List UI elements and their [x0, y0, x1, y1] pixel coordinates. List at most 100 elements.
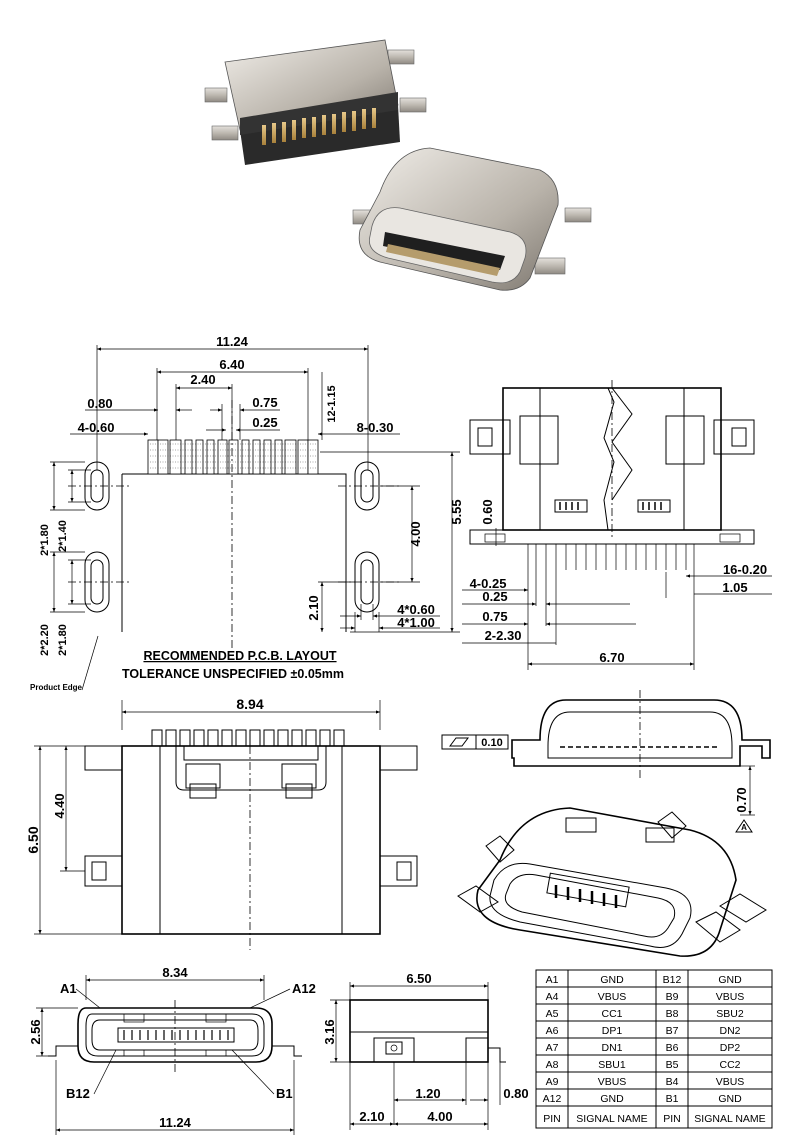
- dim-side-080: 0.80: [503, 1086, 528, 1101]
- table-cell: GND: [600, 1093, 624, 1105]
- table-cell: B6: [666, 1042, 679, 1054]
- pcb-layout-view: 11.24 6.40 2.40 12-1.15 0.80 0.75 4-0.60…: [30, 334, 464, 692]
- dim-front-025: 0.25: [482, 589, 507, 604]
- table-cell: B7: [666, 1025, 679, 1037]
- dim-slot-1-80b: 2*1.80: [57, 624, 69, 656]
- dim-side-400: 4.00: [427, 1109, 452, 1124]
- dim-front-4x025: 4-0.25: [470, 576, 507, 591]
- top-view: 8.94: [25, 696, 418, 950]
- table-cell: CC1: [601, 1008, 622, 1020]
- pin-label-a12: A12: [292, 981, 316, 996]
- table-cell: DP2: [720, 1042, 741, 1054]
- photo-gold-pins: [262, 108, 376, 145]
- table-cell: VBUS: [598, 991, 627, 1003]
- dim-slot-w-060: 4*0.60: [397, 602, 435, 617]
- dim-top-height: 6.50: [25, 826, 41, 853]
- table-cell: VBUS: [598, 1076, 627, 1088]
- table-cell: B5: [666, 1059, 679, 1071]
- table-cell: B1: [666, 1093, 679, 1105]
- table-cell: A12: [543, 1093, 562, 1105]
- dim-side-120: 1.20: [415, 1086, 440, 1101]
- table-cell: DP1: [602, 1025, 623, 1037]
- table-cell: A6: [546, 1025, 559, 1037]
- pcb-tolerance: TOLERANCE UNSPECIFIED ±0.05mm: [122, 667, 344, 681]
- table-cell: SBU1: [598, 1059, 626, 1071]
- dim-front-075: 0.75: [482, 609, 507, 624]
- table-cell: A4: [546, 991, 559, 1003]
- front-view: 0.60 4-0.25 0.25 0.75 2-2.30 6.70 16-0.2…: [462, 380, 772, 670]
- table-cell: B12: [663, 974, 682, 986]
- table-cell: VBUS: [716, 991, 745, 1003]
- dim-slot-height: 5.55: [449, 499, 464, 524]
- dim-front-670: 6.70: [599, 650, 624, 665]
- dim-side-length: 6.50: [406, 971, 431, 986]
- dim-slot-2-20: 2*2.20: [39, 624, 51, 656]
- table-cell: CC2: [719, 1059, 740, 1071]
- end-view: 8.34 A1 A12 2.56 B12 B1 11.24: [28, 965, 316, 1135]
- side-profile-view: 0.10 0.70 A: [441, 690, 771, 833]
- dim-slot-1-40: 2*1.40: [57, 520, 69, 552]
- dim-bottom-offset: 2.10: [306, 595, 321, 620]
- dim-overall-width: 11.24: [216, 334, 249, 349]
- table-header-cell: SIGNAL NAME: [694, 1113, 765, 1125]
- dim-end-height: 2.56: [28, 1019, 43, 1044]
- dim-front-060: 0.60: [480, 499, 495, 524]
- dim-slot-4x060: 4-0.60: [78, 420, 115, 435]
- table-cell: A9: [546, 1076, 559, 1088]
- dim-pad-8x030: 8-0.30: [357, 420, 394, 435]
- dim-pad-height: 12-1.15: [326, 385, 338, 422]
- table-cell: GND: [718, 974, 742, 986]
- photo-connector-rear: [204, 39, 427, 165]
- table-cell: A1: [546, 974, 559, 986]
- table-cell: VBUS: [716, 1076, 745, 1088]
- dim-top-inner: 4.40: [52, 793, 67, 818]
- dim-front-2x230: 2-2.30: [485, 628, 522, 643]
- product-photo: [204, 39, 592, 291]
- table-cell: B8: [666, 1008, 679, 1020]
- side-view: 6.50 3.16 1.20 0.80 2.10 4.00: [322, 971, 529, 1130]
- dim-side-210: 2.10: [359, 1109, 384, 1124]
- isometric-view: [457, 807, 767, 957]
- front-pins: [527, 544, 695, 570]
- dim-pad-span: 6.40: [219, 357, 244, 372]
- photo-connector-front: [352, 147, 592, 291]
- dim-pitch-025: 0.25: [252, 415, 277, 430]
- dim-slot-spacing: 4.00: [408, 521, 423, 546]
- dim-pitch-075: 0.75: [252, 395, 277, 410]
- pin-label-b12: B12: [66, 1086, 90, 1101]
- table-header-cell: SIGNAL NAME: [576, 1113, 647, 1125]
- pcb-title: RECOMMENDED P.C.B. LAYOUT: [143, 649, 336, 663]
- top-pins: [151, 729, 345, 747]
- pin-label-a1: A1: [60, 981, 77, 996]
- dim-pad-span-inner: 2.40: [190, 372, 215, 387]
- table-cell: B9: [666, 991, 679, 1003]
- table-cell: A5: [546, 1008, 559, 1020]
- table-cell: SBU2: [716, 1008, 744, 1020]
- dim-front-16x020: 16-0.20: [723, 562, 767, 577]
- table-cell: GND: [600, 974, 624, 986]
- dim-pitch-080: 0.80: [87, 396, 112, 411]
- flatness-value: 0.10: [481, 737, 502, 749]
- datum-label: A: [741, 823, 747, 832]
- table-cell: DN1: [601, 1042, 622, 1054]
- dim-front-105: 1.05: [722, 580, 747, 595]
- table-cell: GND: [718, 1093, 742, 1105]
- table-header-cell: PIN: [543, 1113, 561, 1125]
- pin-label-b1: B1: [276, 1086, 293, 1101]
- dim-end-inner-width: 8.34: [162, 965, 188, 980]
- table-cell: DN2: [719, 1025, 740, 1037]
- dim-slot-w-100: 4*1.00: [397, 615, 435, 630]
- pcb-pads: [147, 439, 319, 475]
- dim-side-height: 3.16: [322, 1019, 337, 1044]
- dim-profile-height: 0.70: [734, 787, 749, 812]
- product-edge-label: Product Edge: [30, 683, 83, 692]
- dim-top-width: 8.94: [236, 696, 263, 712]
- table-cell: A8: [546, 1059, 559, 1071]
- table-cell: A7: [546, 1042, 559, 1054]
- dim-end-outer-width: 11.24: [159, 1115, 192, 1130]
- dim-slot-1-80: 2*1.80: [39, 524, 51, 556]
- table-header-cell: PIN: [663, 1113, 681, 1125]
- table-cell: B4: [666, 1076, 679, 1088]
